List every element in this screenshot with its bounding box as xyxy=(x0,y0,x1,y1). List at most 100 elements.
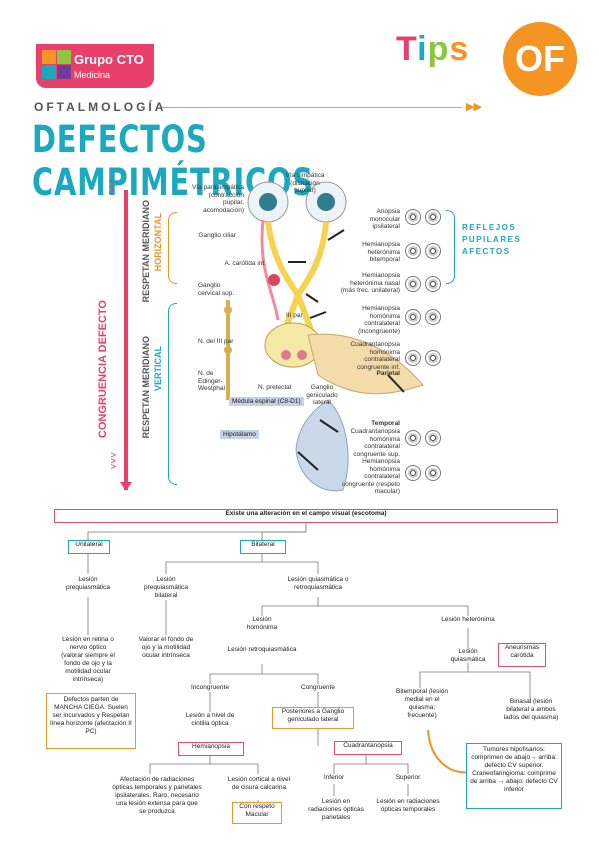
visual-field-icon xyxy=(405,243,421,259)
inferior-node: Inferior xyxy=(323,774,345,781)
label-edinger: N. de Edinger-Westphal xyxy=(198,370,225,392)
heteronima-node: Lesión heterónima xyxy=(441,616,495,623)
tumores-note: Tumores hipofisarios: comprimen de abajo… xyxy=(466,743,562,809)
defect-bitemporal: Hemianopsia heterónima bitemporal xyxy=(362,241,400,263)
logo-square-icon xyxy=(42,50,56,64)
lesion-mark xyxy=(297,451,319,471)
visual-pathway-illustration xyxy=(224,181,424,492)
arrows-down-icon: ˅˅˅ xyxy=(105,178,116,196)
logo-square-icon xyxy=(42,65,56,79)
logo-title: Grupo CTO xyxy=(74,52,144,67)
right-iris-icon xyxy=(317,193,335,211)
congruente-node: Congruente xyxy=(301,684,335,691)
visual-field-icon xyxy=(405,209,421,225)
defect-anopsia: Anopsia monocular ipsilateral xyxy=(369,208,400,230)
left-iris-icon xyxy=(259,193,277,211)
visual-field-icon xyxy=(405,430,421,446)
defect-parietal: Parietal xyxy=(376,370,401,377)
label-geniculado: Ganglio geniculado lateral xyxy=(306,384,338,406)
reflejos-line: AFECTOS xyxy=(462,247,511,256)
tips-letter: s xyxy=(449,30,470,68)
bilateral-node: Bilateral xyxy=(240,540,286,554)
binasal-node: Binasal (lesión bilateral a ambos lados … xyxy=(503,698,559,721)
congruencia-arrow-line xyxy=(124,190,128,490)
defect-nasal: Hemianopsia heterónima nasal (más frec. … xyxy=(340,272,400,294)
tips-letter: i xyxy=(417,30,428,68)
section-label: OFTALMOLOGÍA xyxy=(34,100,167,114)
lesion-prequiasmatica: Lesión prequiasmática xyxy=(65,576,111,591)
reflejos-line: PUPILARES xyxy=(462,235,522,244)
label-ganglio-cervical: Ganglio cervical sup. xyxy=(198,282,235,297)
label-iii-par: III par xyxy=(286,312,303,319)
label-carotida: A. carótida int. xyxy=(224,260,266,267)
vertical-bracket xyxy=(168,303,177,485)
visual-field-icon xyxy=(425,465,441,481)
visual-field-icon xyxy=(425,243,441,259)
visual-field-icon xyxy=(405,309,421,325)
parietales-node: Lesión en radiaciones ópticas parietales xyxy=(308,798,364,821)
visual-field-icon xyxy=(405,350,421,366)
horizontal-bracket xyxy=(168,212,177,284)
prequiasmatica-bilateral: Lesión prequiasmática bilateral xyxy=(143,576,189,599)
posteriores-node: Posteriores a Ganglio geniculado lateral xyxy=(272,707,354,729)
valorar-fondo-note: Valorar el fondo de ojo y la motilidad o… xyxy=(138,636,194,659)
tips-letter: T xyxy=(396,30,418,68)
cto-logo: Grupo CTO Medicina xyxy=(36,44,154,88)
occipital-cortex xyxy=(295,399,349,492)
visual-field-icon xyxy=(405,465,421,481)
visual-field-icon xyxy=(425,276,441,292)
cintilla-node: Lesión a nivel de cintilla óptica xyxy=(185,712,235,727)
top-arrows: ˅˅˅ xyxy=(105,178,116,196)
cortical-node: Lesión cortical a nivel de cisura calcar… xyxy=(227,776,291,791)
lesion-mark xyxy=(305,293,319,303)
defect-respeto-macular: Hemianopsia homónima contralateral congr… xyxy=(341,458,400,495)
carotid-icon xyxy=(268,274,280,286)
label-via-simpatica: Vía simpática (dilatación pupilar) xyxy=(285,172,325,194)
logo-subtitle: Medicina xyxy=(74,70,111,80)
defect-temporal: Temporal xyxy=(371,420,400,427)
nucleus-icon xyxy=(297,350,307,360)
visual-field-icon xyxy=(405,276,421,292)
arrows-up-icon: ˄˄˄ xyxy=(107,452,118,470)
visual-field-icon xyxy=(425,209,441,225)
logo-square-icon xyxy=(57,65,71,79)
parasympathetic-path xyxy=(260,219,280,321)
respeto-macular-node: Con respeto Macular xyxy=(232,802,282,824)
homonima-node: Lesión homónima xyxy=(246,616,278,631)
label-medula: Médula espinal (C8-D1) xyxy=(229,397,304,406)
superior-node: Superior xyxy=(395,774,421,781)
defect-cuadrantanopsia-sup: Cuadrantanopsia homónima contralateral c… xyxy=(350,428,400,458)
retina-note: Lesión en retina o nervio óptico (valora… xyxy=(61,636,115,683)
quiasmatica-node: Lesión quiasmática xyxy=(450,648,486,663)
quiasmatica-retro: Lesión quiasmática o retroquiasmática xyxy=(287,576,349,591)
header-divider xyxy=(162,107,462,108)
afectacion-node: Afectación de radiaciones ópticas tempor… xyxy=(112,776,202,815)
hemianopsia-node: Hemianopsia xyxy=(178,742,244,756)
unilateral-node: Unilateral xyxy=(68,540,110,554)
logo-square-icon xyxy=(57,50,71,64)
optic-radiations xyxy=(307,333,424,395)
label-via-parasimpatica: Vía parasimpática (contracción pupilar, … xyxy=(191,184,244,214)
lesion-mark xyxy=(327,229,345,241)
ganglion-icon xyxy=(224,346,232,354)
defect-homonima-incongruente: Hemianopsia homónima contralateral (inco… xyxy=(358,305,400,335)
lesion-mark xyxy=(319,419,339,433)
label-n-iii-par: N. del III par xyxy=(198,338,234,345)
visual-field-icon xyxy=(425,430,441,446)
label-ganglio-ciliar: Ganglio ciliar xyxy=(198,232,236,239)
section-arrows-icon: ▶▶ xyxy=(466,101,482,113)
reflejos-line: REFLEJOS xyxy=(462,223,517,232)
root-node: Existe una alteración en el campo visual… xyxy=(54,509,558,523)
ganglion-icon xyxy=(224,306,232,314)
bottom-arrows: ˄˄˄ xyxy=(107,452,118,470)
specialty-badge: OF xyxy=(503,22,577,96)
visual-field-icon xyxy=(425,350,441,366)
label-hipotalamo: Hipotálamo xyxy=(220,430,259,439)
bitemporal-node: Bitemporal (lesión medial en el quiasma;… xyxy=(395,688,449,719)
incongruente-node: Incongruente xyxy=(191,684,229,691)
label-pretectal: N. pretectal xyxy=(258,384,292,391)
temporales-node: Lesión en radiaciones ópticas temporales xyxy=(376,798,440,813)
nucleus-icon xyxy=(281,350,291,360)
reflejos-label: REFLEJOS PUPILARES AFECTOS xyxy=(462,222,521,258)
